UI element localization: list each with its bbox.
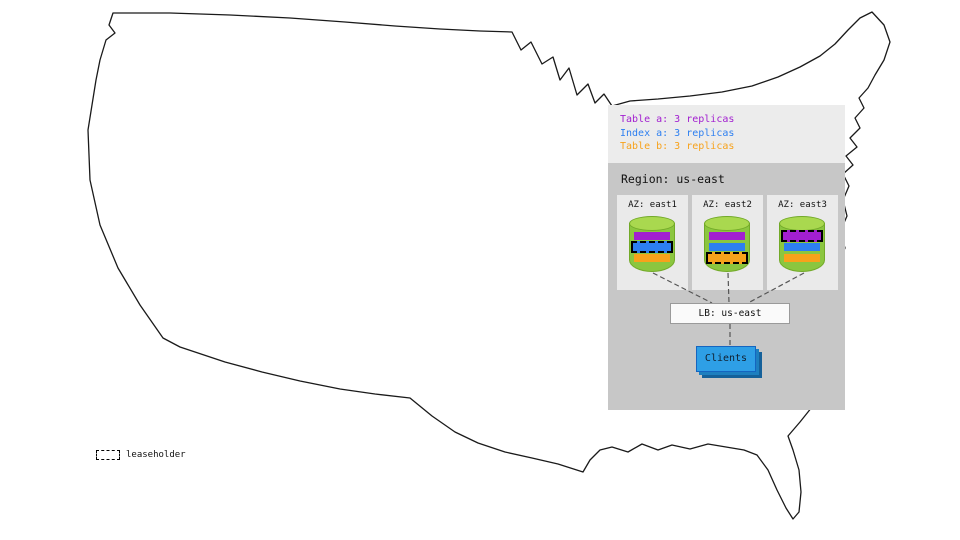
az-label: AZ: east1 [628,199,677,210]
database-cylinder-icon [779,215,825,280]
replica-bars [779,216,825,280]
az-box-east1: AZ: east1 [617,194,688,290]
clients-label: Clients [704,353,748,364]
lb-label: LB: us-east [698,307,762,319]
region-title: Region: us-east [621,171,725,186]
cylinder-top [629,215,675,231]
replica-bar-index-a [709,242,745,251]
replica-count-legend: Table a: 3 replicas Index a: 3 replicas … [608,105,845,163]
leaseholder-legend-label: leaseholder [126,450,186,460]
az-label: AZ: east3 [778,199,827,210]
replica-bar-table-b [784,253,820,262]
clients-box: Clients [696,345,756,372]
replica-bar-table-a [634,231,670,240]
load-balancer-box: LB: us-east [670,302,790,324]
az-row: AZ: east1 AZ: east2 AZ [617,194,838,290]
az-label: AZ: east2 [703,199,752,210]
database-cylinder-icon [629,215,675,280]
replica-bar-index-a [784,242,820,251]
az-box-east2: AZ: east2 [692,194,763,290]
replica-bar-table-a-leaseholder [781,229,823,242]
legend-table-a: Table a: 3 replicas [620,114,735,125]
legend-index-a: Index a: 3 replicas [620,127,735,139]
replica-bars [704,216,750,280]
az-box-east3: AZ: east3 [767,194,838,290]
replica-bar-table-b-leaseholder [706,251,748,264]
cylinder-top [704,215,750,231]
region-us-east-box: Region: us-east AZ: east1 AZ: east2 [608,162,845,410]
replica-bar-table-a [709,231,745,240]
legend-table-b: Table b: 3 replicas [620,141,735,152]
leaseholder-legend: leaseholder [96,450,186,460]
replica-bar-index-a-leaseholder [631,240,673,253]
leaseholder-swatch-icon [96,450,120,460]
replica-bars [629,216,675,280]
replica-bar-table-b [634,253,670,262]
replication-overlay: Table a: 3 replicas Index a: 3 replicas … [608,105,845,410]
database-cylinder-icon [704,215,750,280]
